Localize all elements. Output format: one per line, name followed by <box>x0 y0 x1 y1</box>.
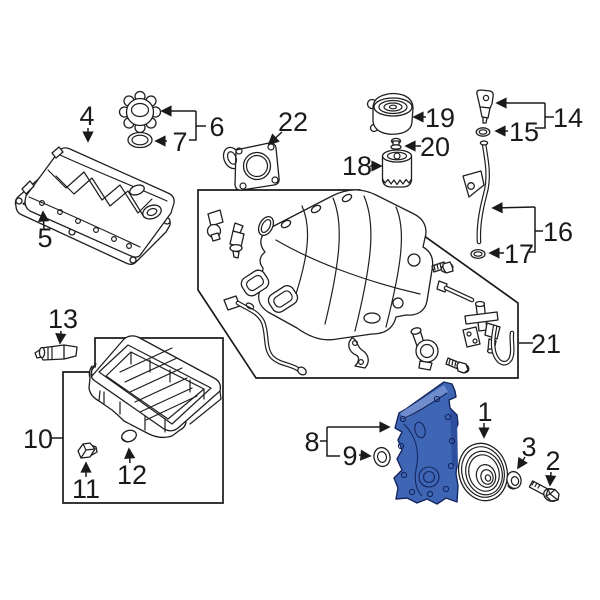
part-oil-cooler[interactable] <box>366 92 414 135</box>
part-fuel-injector[interactable] <box>229 222 245 259</box>
group-box-oil-pan <box>62 337 224 504</box>
part-throttle-body[interactable] <box>220 142 280 191</box>
callout-labels: 1 2 3 4 5 6 7 8 9 10 11 12 13 14 15 16 1… <box>23 101 583 504</box>
callout-1[interactable]: 1 <box>477 397 492 427</box>
part-drain-plug[interactable] <box>77 442 98 459</box>
callout-17[interactable]: 17 <box>504 239 534 269</box>
callout-6[interactable]: 6 <box>209 112 224 142</box>
part-manifold-gasket-1[interactable] <box>239 268 272 299</box>
callout-19[interactable]: 19 <box>425 103 455 133</box>
callout-4[interactable]: 4 <box>79 101 94 131</box>
callout-8[interactable]: 8 <box>304 427 319 457</box>
part-manifold-sensor[interactable] <box>206 209 224 242</box>
part-manifold-bolt-lower[interactable] <box>445 357 470 374</box>
timing-cover-bolt-holes <box>397 395 456 498</box>
part-oil-pan[interactable] <box>88 335 222 439</box>
callout-14[interactable]: 14 <box>553 103 583 133</box>
part-crank-pulley[interactable] <box>452 438 514 507</box>
callout-11[interactable]: 11 <box>72 474 100 504</box>
callout-9[interactable]: 9 <box>342 441 357 471</box>
part-pulley-washer[interactable] <box>505 470 523 490</box>
part-drain-washer[interactable] <box>120 428 138 443</box>
callout-20[interactable]: 20 <box>420 132 450 162</box>
callout-7[interactable]: 7 <box>172 127 187 157</box>
callout-15[interactable]: 15 <box>509 117 539 147</box>
part-cap-seal-ring[interactable] <box>127 131 153 149</box>
part-vacuum-hose-right[interactable] <box>490 324 515 366</box>
callout-16[interactable]: 16 <box>543 217 573 247</box>
part-valve-cover[interactable] <box>21 146 175 258</box>
leader-lines <box>37 97 557 487</box>
part-intake-manifold[interactable] <box>258 189 434 341</box>
callout-18[interactable]: 18 <box>342 151 372 181</box>
part-oil-filler-cap[interactable] <box>118 90 162 134</box>
callout-2[interactable]: 2 <box>545 446 560 476</box>
part-crank-seal[interactable] <box>372 446 392 468</box>
part-vacuum-hose-upper[interactable] <box>436 280 475 303</box>
part-dipstick-handle[interactable] <box>476 89 494 124</box>
callout-5[interactable]: 5 <box>37 223 52 253</box>
part-injector-oring[interactable] <box>256 214 277 238</box>
part-small-bracket[interactable] <box>34 344 78 361</box>
part-pulley-bolt[interactable] <box>528 480 560 504</box>
part-tube-oring[interactable] <box>470 248 486 260</box>
part-support-bracket[interactable] <box>348 337 369 369</box>
part-pcv-hose[interactable] <box>223 295 308 376</box>
part-timing-cover[interactable] <box>393 381 459 505</box>
part-dipstick-oring[interactable] <box>475 127 491 137</box>
callout-21[interactable]: 21 <box>531 329 561 359</box>
callout-12[interactable]: 12 <box>117 460 147 490</box>
callout-3[interactable]: 3 <box>521 432 536 462</box>
callout-10[interactable]: 10 <box>23 424 53 454</box>
callout-13[interactable]: 13 <box>48 304 78 334</box>
callout-22[interactable]: 22 <box>278 107 308 137</box>
part-oil-filter[interactable] <box>381 149 413 188</box>
part-purge-valve[interactable] <box>410 327 439 371</box>
part-dipstick-tube[interactable] <box>462 140 490 245</box>
part-manifold-bolt-upper[interactable] <box>431 261 454 274</box>
part-manifold-gasket-2[interactable] <box>266 283 300 315</box>
